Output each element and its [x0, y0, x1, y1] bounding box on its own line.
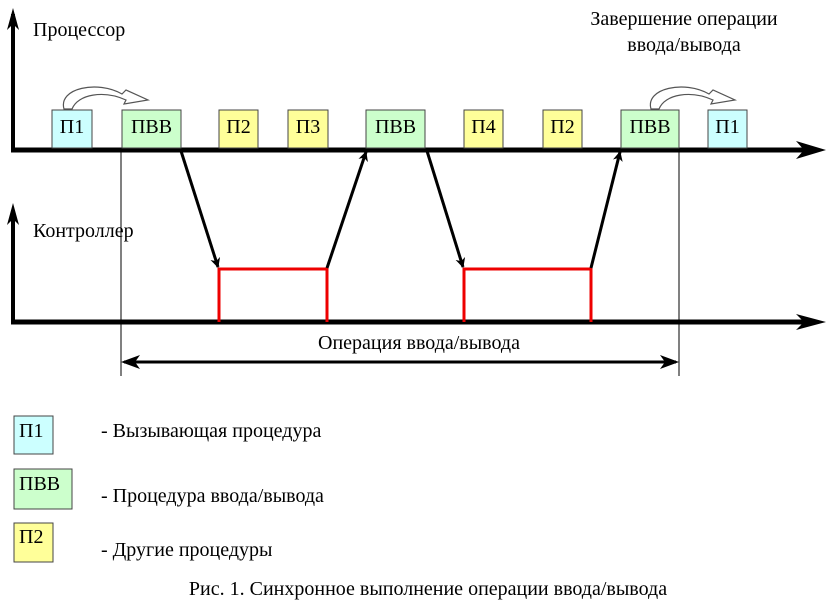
legend-item-p1: П1 - Вызывающая процедура — [13, 415, 321, 455]
call-arrow-icon — [62, 86, 151, 110]
legend-item-other: П2 - Другие процедуры — [13, 522, 272, 563]
processor-y-arrowhead — [7, 8, 19, 30]
processor-block-п4: П4 — [463, 109, 504, 149]
block-rect — [463, 109, 504, 149]
block-rect — [620, 109, 680, 149]
block-label: П1 — [715, 116, 739, 138]
processor-block-п2: П2 — [542, 109, 583, 149]
block-rect — [287, 109, 329, 149]
controller-busy-pulse-1 — [217, 267, 329, 322]
legend-text: - Другие процедуры — [101, 539, 272, 561]
processor-block-п1: П1 — [707, 109, 748, 149]
legend-text: - Процедура ввода/вывода — [101, 485, 324, 507]
block-label: ПВВ — [629, 116, 670, 138]
interrupt-arrow-1 — [325, 151, 368, 269]
block-rect — [707, 109, 748, 149]
legend-swatch-label: П1 — [19, 420, 43, 442]
io-span-left-arrowhead — [121, 355, 140, 369]
block-label: П3 — [296, 116, 320, 138]
processor-blocks: П1 ПВВ П2 П3 ПВВ П4 П2 ПВВ П1 — [51, 109, 748, 149]
processor-block-п1: П1 — [51, 109, 93, 149]
processor-x-arrowhead — [796, 141, 826, 159]
controller-x-arrowhead — [796, 314, 826, 330]
completion-label-line2: ввода/вывода — [627, 34, 741, 56]
block-label: ПВВ — [375, 116, 416, 138]
processor-block-п2: П2 — [218, 109, 259, 149]
legend-text: - Вызывающая процедура — [101, 420, 321, 442]
processor-block-pvv: ПВВ — [121, 109, 182, 149]
start-io-arrow-2 — [425, 150, 466, 268]
block-label: П2 — [226, 116, 250, 138]
interrupt-arrow-2 — [589, 151, 623, 269]
io-span-right-arrowhead — [660, 355, 679, 369]
legend-swatch-label: ПВВ — [19, 473, 60, 495]
start-io-arrow-1 — [179, 150, 221, 268]
block-label: П1 — [60, 116, 84, 138]
controller-label: Контроллер — [33, 220, 134, 242]
legend-item-pvv: ПВВ - Процедура ввода/вывода — [13, 468, 324, 510]
block-rect — [51, 109, 93, 149]
block-rect — [542, 109, 583, 149]
controller-busy-pulse-2 — [462, 267, 593, 322]
figure-caption: Рис. 1. Синхронное выполнение операции в… — [189, 578, 667, 600]
completion-label-line1: Завершение операции — [590, 8, 778, 30]
block-rect — [121, 109, 182, 149]
processor-block-п3: П3 — [287, 109, 329, 149]
processor-label: Процессор — [33, 19, 125, 41]
legend: П1 - Вызывающая процедура ПВВ - Процедур… — [13, 415, 324, 563]
block-label: П2 — [550, 116, 574, 138]
block-rect — [218, 109, 259, 149]
controller-y-arrowhead — [7, 203, 19, 225]
return-arrow-icon — [649, 86, 738, 110]
block-label: ПВВ — [131, 116, 172, 138]
block-rect — [365, 109, 426, 149]
io-operation-label: Операция ввода/вывода — [318, 332, 520, 354]
processor-block-pvv: ПВВ — [365, 109, 426, 149]
processor-block-pvv: ПВВ — [620, 109, 680, 149]
block-label: П4 — [471, 116, 495, 138]
legend-swatch-label: П2 — [19, 526, 43, 548]
